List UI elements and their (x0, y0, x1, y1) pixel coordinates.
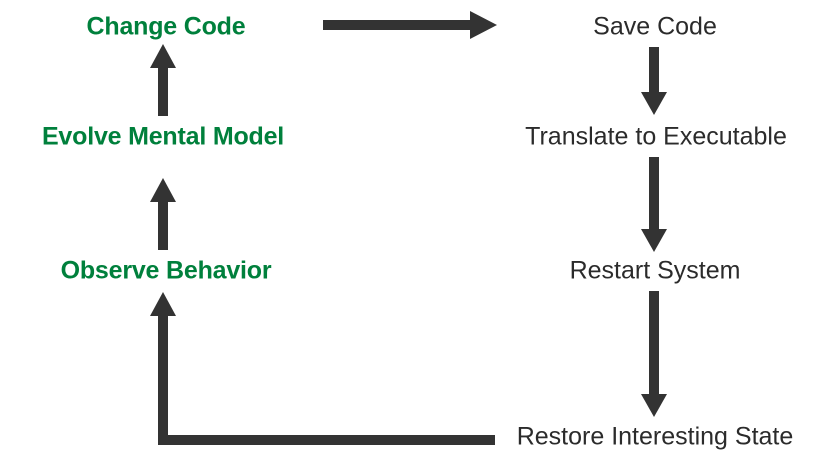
node-translate-to-executable: Translate to Executable (525, 122, 787, 151)
node-restore-interesting-state: Restore Interesting State (516, 422, 794, 451)
edge-evolve-to-change (150, 44, 176, 116)
node-observe-behavior: Observe Behavior (60, 256, 272, 285)
edge-translate-to-restart (641, 157, 667, 252)
edge-observe-to-evolve (150, 178, 176, 250)
edge-change-to-save (323, 11, 497, 39)
node-change-code: Change Code (86, 12, 246, 41)
edge-save-to-translate (641, 47, 667, 115)
edge-restore-to-observe (150, 292, 495, 445)
edge-restart-to-restore (641, 291, 667, 417)
node-evolve-mental-model: Evolve Mental Model (41, 122, 285, 151)
node-save-code: Save Code (593, 12, 717, 41)
node-restart-system: Restart System (569, 256, 741, 285)
